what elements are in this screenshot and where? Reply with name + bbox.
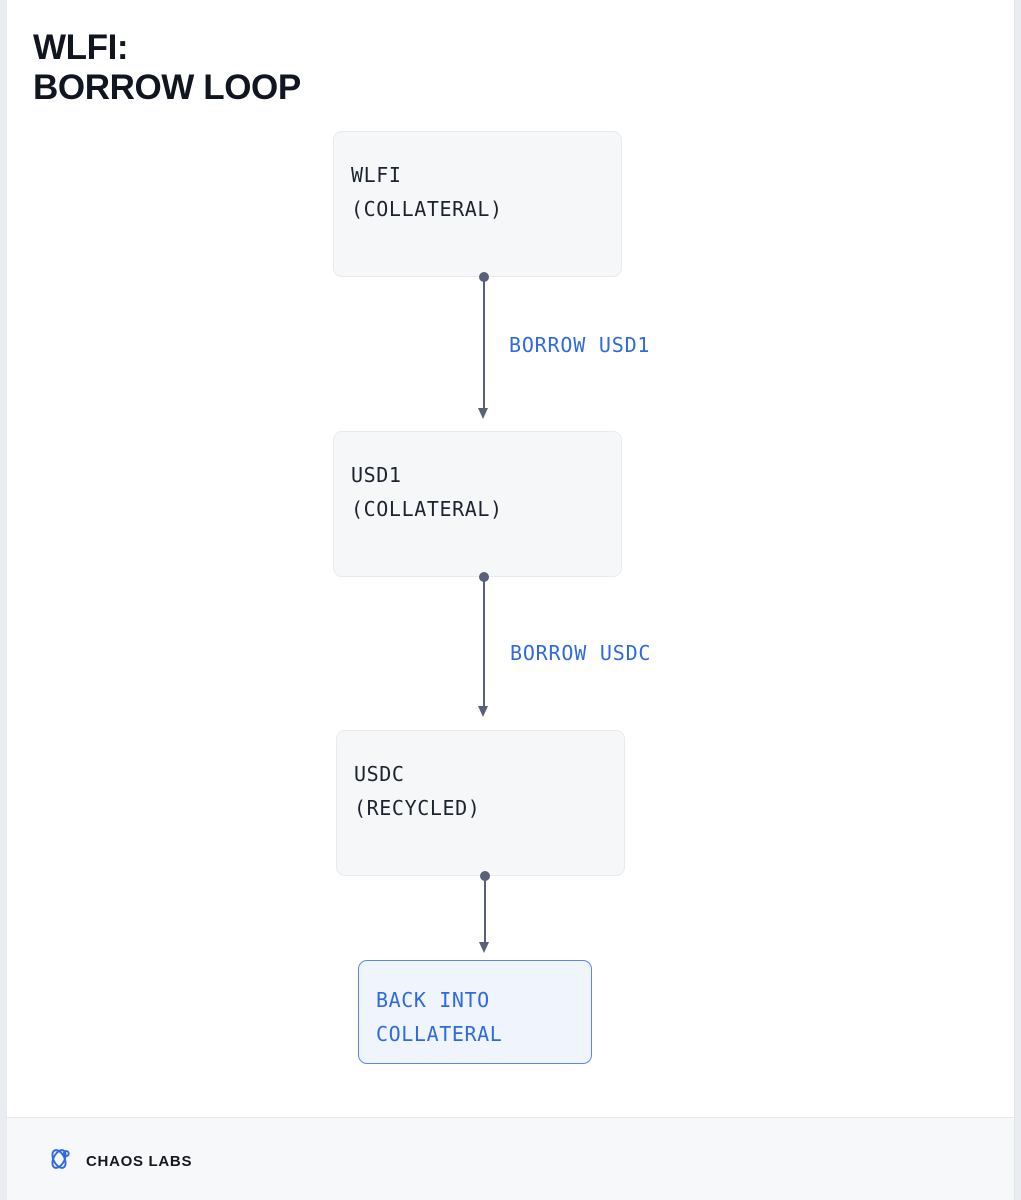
footer-brand: CHAOS LABS: [45, 1144, 192, 1179]
connector-arrowhead-icon: [478, 706, 489, 717]
connector-line: [483, 577, 485, 706]
flow-node-usd1-collateral[interactable]: USD1 (COLLATERAL): [333, 431, 622, 577]
connector-line: [484, 876, 486, 942]
flow-node-wlfi-collateral[interactable]: WLFI (COLLATERAL): [333, 131, 622, 277]
flow-node-title: USD1: [351, 463, 402, 487]
connector-arrowhead-icon: [479, 942, 490, 953]
page-title: WLFI: BORROW LOOP: [33, 28, 633, 108]
borrow-loop-flow: WLFI (COLLATERAL) BORROW USD1 USD1 (COLL…: [7, 0, 1014, 1110]
connector-line: [483, 277, 485, 408]
flow-node-subtitle: (COLLATERAL): [351, 197, 503, 221]
flow-node-subtitle: COLLATERAL: [376, 1022, 503, 1046]
flow-node-subtitle: (COLLATERAL): [351, 497, 503, 521]
page-title-line-1: WLFI:: [33, 28, 129, 67]
footer-bar: CHAOS LABS: [7, 1117, 1014, 1200]
flow-node-back-into-collateral[interactable]: BACK INTO COLLATERAL: [358, 960, 592, 1064]
flow-node-usdc-recycled[interactable]: USDC (RECYCLED): [336, 730, 625, 876]
flow-node-title: BACK INTO: [376, 988, 490, 1012]
flow-connector-label-borrow-usd1: BORROW USD1: [509, 333, 651, 357]
diagram-canvas: WLFI: BORROW LOOP WLFI (COLLATERAL) BORR…: [6, 0, 1015, 1200]
footer-wordmark: CHAOS LABS: [86, 1153, 193, 1170]
flow-node-title: USDC: [354, 762, 405, 786]
flow-connector-label-borrow-usdc: BORROW USDC: [510, 641, 652, 665]
flow-node-subtitle: (RECYCLED): [354, 796, 481, 820]
chaos-labs-atom-icon: [45, 1144, 75, 1179]
page-title-line-2: BORROW LOOP: [33, 68, 301, 107]
connector-arrowhead-icon: [478, 408, 489, 419]
flow-node-title: WLFI: [351, 163, 402, 187]
